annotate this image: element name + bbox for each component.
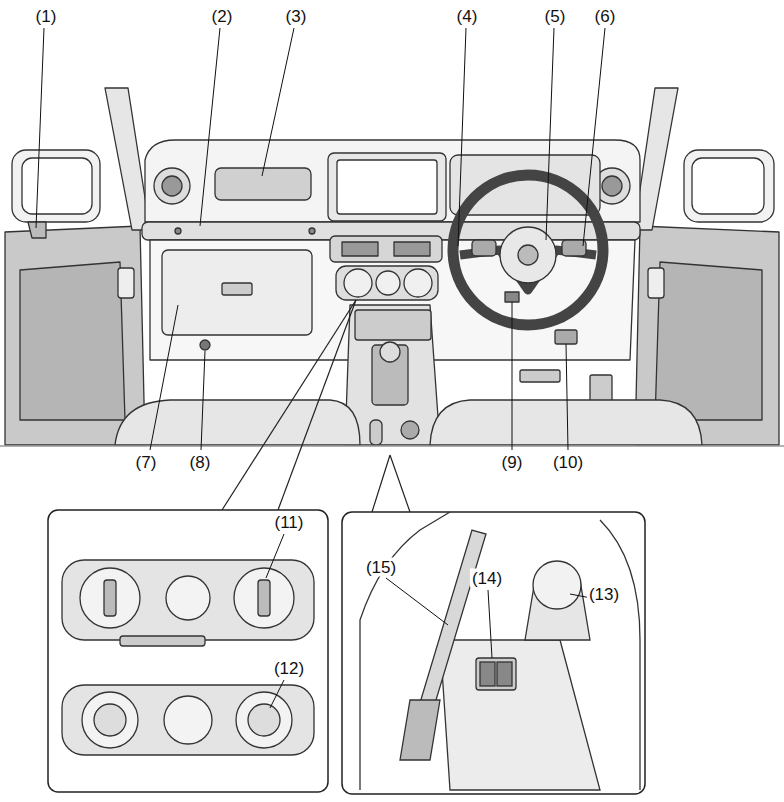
callout-number: (15) bbox=[364, 558, 398, 577]
callout-number: (8) bbox=[188, 453, 213, 472]
callout-number: (9) bbox=[500, 453, 525, 472]
callout-number: (4) bbox=[455, 7, 480, 26]
callout-number: (14) bbox=[470, 569, 504, 588]
callout-number: (11) bbox=[273, 513, 306, 532]
callout-number: (10) bbox=[551, 453, 585, 472]
callout-number: (6) bbox=[593, 7, 618, 26]
callout-number: (3) bbox=[284, 7, 309, 26]
callout-number: (1) bbox=[34, 7, 59, 26]
callout-number: (12) bbox=[272, 659, 306, 678]
callout-number: (13) bbox=[587, 585, 621, 604]
callout-number: (5) bbox=[543, 7, 568, 26]
callout-number: (7) bbox=[134, 453, 159, 472]
callout-number: (2) bbox=[210, 7, 235, 26]
